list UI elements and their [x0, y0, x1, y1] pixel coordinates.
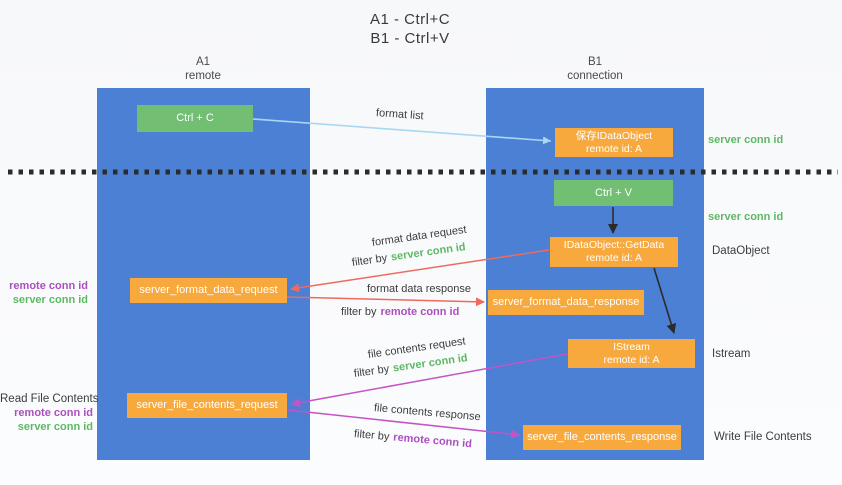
node-format-request-label: server_format_data_request [139, 284, 278, 296]
diagram-title: A1 - Ctrl+C B1 - Ctrl+V [0, 10, 820, 48]
node-server-format-data-request: server_format_data_request [130, 278, 287, 303]
node-file-request-label: server_file_contents_request [136, 399, 278, 411]
right-label-server-conn-id-mid: server conn id [708, 211, 784, 223]
lane-b1-subtitle: connection [567, 70, 623, 82]
node-istream-line2: remote id: A [603, 353, 660, 366]
label-file-contents-response: file contents response [373, 402, 482, 424]
label-format-list: format list [375, 107, 424, 123]
label-format-data-response: format data response [367, 283, 471, 295]
node-istream-line1: IStream [613, 340, 650, 353]
node-server-file-contents-response: server_file_contents_response [523, 425, 681, 450]
node-ctrl-v: Ctrl + V [554, 180, 673, 206]
title-line-2: B1 - Ctrl+V [370, 30, 450, 47]
left-label-read-file-contents: Read File Contents [0, 393, 99, 405]
lane-header-b1: B1 connection [486, 55, 704, 83]
node-file-response-label: server_file_contents_response [527, 431, 677, 443]
node-server-format-data-response: server_format_data_response [488, 290, 644, 315]
filter-by-text: filter by [353, 428, 390, 444]
right-label-write-file-contents: Write File Contents [714, 431, 812, 443]
lane-a1-name: A1 [195, 56, 211, 68]
left-label-server-conn-id-top: server conn id [12, 294, 88, 306]
lane-b1-name: B1 [587, 56, 603, 68]
node-ctrl-v-label: Ctrl + V [595, 186, 632, 199]
remote-conn-id-text: remote conn id [392, 431, 473, 451]
node-getdata-line1: IDataObject::GetData [563, 239, 665, 251]
filter-by-text: filter by [341, 306, 377, 318]
node-save-idataobject: 保存IDataObject remote id: A [555, 128, 673, 157]
right-label-istream: Istream [712, 348, 751, 360]
left-label-server-conn-id-bottom: server conn id [17, 421, 93, 433]
left-label-remote-conn-id-bottom: remote conn id [14, 407, 93, 419]
node-save-idataobject-line1: 保存IDataObject [575, 129, 653, 142]
lane-a1-subtitle: remote [185, 70, 221, 82]
node-ctrl-c: Ctrl + C [137, 105, 253, 132]
node-ctrl-c-label: Ctrl + C [176, 112, 214, 124]
node-getdata-line2: remote id: A [585, 252, 643, 264]
left-read-file-contents-stack: Read File Contents remote conn id server… [0, 392, 99, 434]
node-istream: IStream remote id: A [568, 339, 695, 368]
arrow-format-data-response [286, 296, 485, 307]
filter-by-text: filter by [351, 252, 388, 269]
left-conn-id-stack-top: remote conn id server conn id [0, 279, 88, 307]
node-save-idataobject-line2: remote id: A [585, 142, 643, 155]
remote-conn-id-text: remote conn id [380, 306, 460, 318]
node-server-file-contents-request: server_file_contents_request [127, 393, 287, 418]
node-idataobject-getdata: IDataObject::GetData remote id: A [550, 237, 678, 267]
node-format-response-label: server_format_data_response [492, 296, 640, 308]
left-label-remote-conn-id-top: remote conn id [9, 280, 88, 292]
title-line-1: A1 - Ctrl+C [369, 11, 451, 28]
filter-by-text: filter by [353, 363, 390, 380]
right-label-server-conn-id-top: server conn id [708, 134, 784, 146]
right-label-dataobject: DataObject [712, 245, 770, 257]
lane-header-a1: A1 remote [94, 55, 312, 83]
